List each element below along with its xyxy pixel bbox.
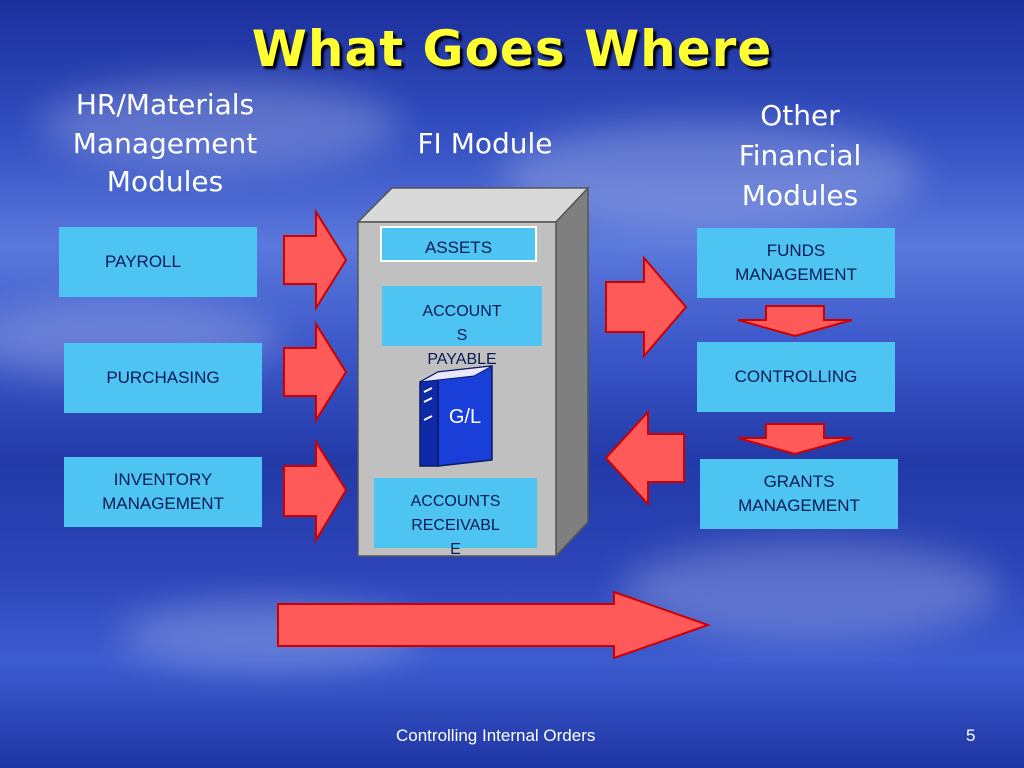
long-right-arrow-icon <box>277 590 712 660</box>
heading-line: Modules <box>106 165 224 199</box>
label-line: PAYABLE <box>427 351 497 368</box>
purchasing-module: PURCHASING <box>64 343 262 413</box>
right-arrow-icon <box>283 320 348 424</box>
right-arrow-icon <box>283 438 348 544</box>
heading-line: Management <box>72 126 258 160</box>
module-label: CONTROLLING <box>734 367 858 387</box>
funds-management-module: FUNDS MANAGEMENT <box>697 228 895 298</box>
right-arrow-icon <box>283 208 348 312</box>
label-line: ACCOUNT <box>422 303 502 320</box>
right-column-heading: Other Financial Modules <box>700 96 900 215</box>
right-arrow-icon <box>605 255 688 359</box>
module-label: INVENTORY MANAGEMENT <box>102 470 224 513</box>
label-line: S <box>456 327 468 344</box>
left-arrow-icon <box>604 409 685 507</box>
down-arrow-icon <box>737 305 853 338</box>
slide-footer: Controlling Internal Orders <box>396 726 596 745</box>
accounts-receivable-box <box>374 478 537 548</box>
heading-line: Financial <box>738 138 862 172</box>
left-column-heading: HR/Materials Management Modules <box>40 86 290 202</box>
down-arrow-icon <box>737 423 853 456</box>
module-label: PURCHASING <box>106 368 220 388</box>
grants-management-module: GRANTS MANAGEMENT <box>700 459 898 529</box>
module-label: PAYROLL <box>105 252 181 272</box>
assets-box: ASSETS <box>380 226 537 262</box>
module-label: GRANTS MANAGEMENT <box>738 472 860 515</box>
label-line: ACCOUNTS <box>410 493 501 510</box>
inventory-management-module: INVENTORY MANAGEMENT <box>64 457 262 527</box>
cloud-decoration <box>40 80 400 170</box>
slide-title: What Goes Where <box>251 20 773 78</box>
controlling-module: CONTROLLING <box>697 342 895 412</box>
binder-icon <box>419 365 493 467</box>
module-label: FUNDS MANAGEMENT <box>735 241 857 284</box>
heading-line: FI Module <box>417 127 553 160</box>
heading-line: Modules <box>741 178 859 212</box>
page-number: 5 <box>966 726 976 745</box>
accounts-payable-box <box>382 286 542 346</box>
heading-line: HR/Materials <box>75 88 255 121</box>
cabinet-side <box>555 186 589 558</box>
heading-line: Other <box>760 99 840 132</box>
accounts-receivable-label: ACCOUNTS RECEIVABL E <box>374 490 537 562</box>
label-line: RECEIVABL <box>411 517 500 534</box>
accounts-payable-label: ACCOUNT S PAYABLE <box>382 300 542 372</box>
label-line: E <box>450 541 461 558</box>
gl-label: G/L <box>448 406 482 428</box>
cabinet-top <box>356 187 590 223</box>
box-label: ASSETS <box>424 238 493 257</box>
center-column-heading: FI Module <box>380 124 590 165</box>
payroll-module: PAYROLL <box>59 227 257 297</box>
